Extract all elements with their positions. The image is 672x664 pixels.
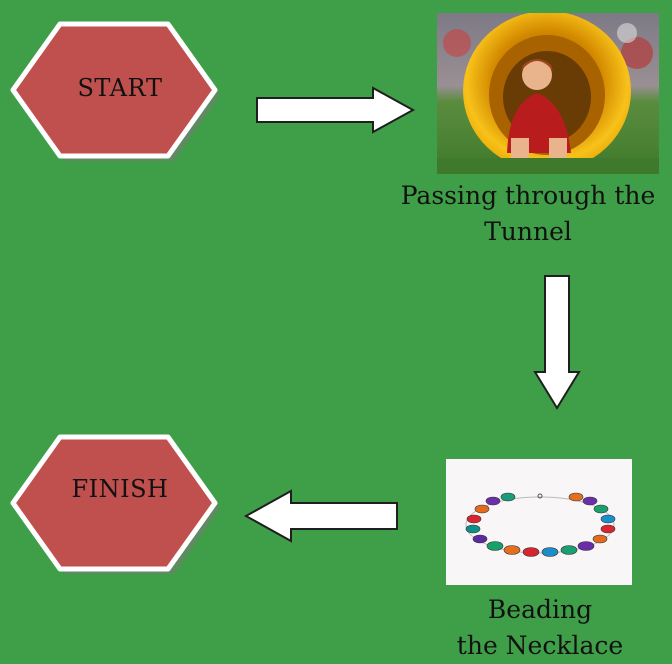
- necklace-caption: Beading the Necklace: [420, 592, 660, 664]
- bead-necklace-image: [446, 459, 632, 585]
- arrow-right-icon: [256, 86, 416, 134]
- tunnel-photo: [437, 13, 659, 174]
- tunnel-caption: Passing through the Tunnel: [378, 178, 672, 250]
- tunnel-caption-line1: Passing through the: [400, 181, 656, 210]
- tunnel-caption-line2: Tunnel: [484, 217, 572, 246]
- necklace-caption-line1: Beading: [487, 595, 593, 624]
- finish-node: FINISH: [8, 434, 226, 577]
- arrow-down-icon: [533, 275, 581, 410]
- necklace-photo: [446, 459, 632, 585]
- child-tunnel-image: [437, 13, 659, 174]
- necklace-caption-line2: the Necklace: [456, 631, 624, 660]
- arrow-left-icon: [243, 489, 398, 543]
- start-hexagon-shape: [10, 21, 220, 161]
- finish-label: FINISH: [71, 474, 169, 503]
- start-node: STARТ: [8, 21, 226, 164]
- start-label: STARТ: [77, 73, 163, 102]
- finish-hexagon-shape: [10, 434, 220, 574]
